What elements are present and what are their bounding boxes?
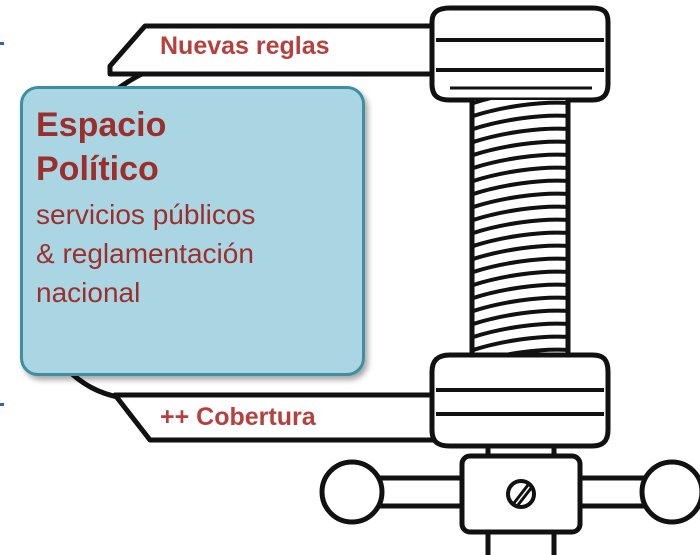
- screw-thread: [472, 230, 568, 249]
- box-title-line2: Político: [36, 150, 159, 188]
- box-description: servicios públicos & reglamentación naci…: [36, 195, 350, 312]
- edge-mark-bottom: [0, 403, 4, 406]
- screw-thread: [472, 295, 568, 314]
- box-desc-line2: & reglamentación: [36, 238, 254, 269]
- screw-thread: [472, 178, 568, 197]
- screw-thread: [472, 217, 568, 236]
- screw-thread: [472, 308, 568, 327]
- screw-thread: [472, 282, 568, 301]
- clamp-handle-knob-right: [639, 459, 700, 525]
- screw-thread: [472, 204, 568, 223]
- screw-thread: [472, 100, 568, 119]
- screw-thread: [472, 152, 568, 171]
- screw-thread: [472, 243, 568, 262]
- policy-space-box: Espacio Político servicios públicos & re…: [20, 86, 365, 376]
- screw-thread: [472, 321, 568, 340]
- screw-thread: [472, 113, 568, 132]
- box-title-line1: Espacio: [36, 106, 167, 144]
- clamp-screw: [472, 100, 568, 370]
- box-desc-line1: servicios públicos: [36, 199, 256, 230]
- top-jaw-label: Nuevas reglas: [160, 32, 330, 60]
- screw-thread: [472, 334, 568, 353]
- bottom-jaw-label: ++ Cobertura: [160, 403, 316, 431]
- screw-thread: [472, 100, 492, 106]
- screw-thread: [472, 191, 568, 210]
- screw-thread: [472, 139, 568, 158]
- clamp-top-housing: [429, 5, 611, 103]
- edge-mark-top: [0, 42, 4, 45]
- screw-thread: [472, 256, 568, 275]
- screw-thread: [472, 165, 568, 184]
- screw-thread: [472, 269, 568, 288]
- box-desc-line3: nacional: [36, 277, 141, 308]
- clamp-handle-knob-left: [319, 459, 385, 525]
- clamp-bottom-housing: [429, 352, 611, 449]
- screw-thread: [472, 126, 568, 145]
